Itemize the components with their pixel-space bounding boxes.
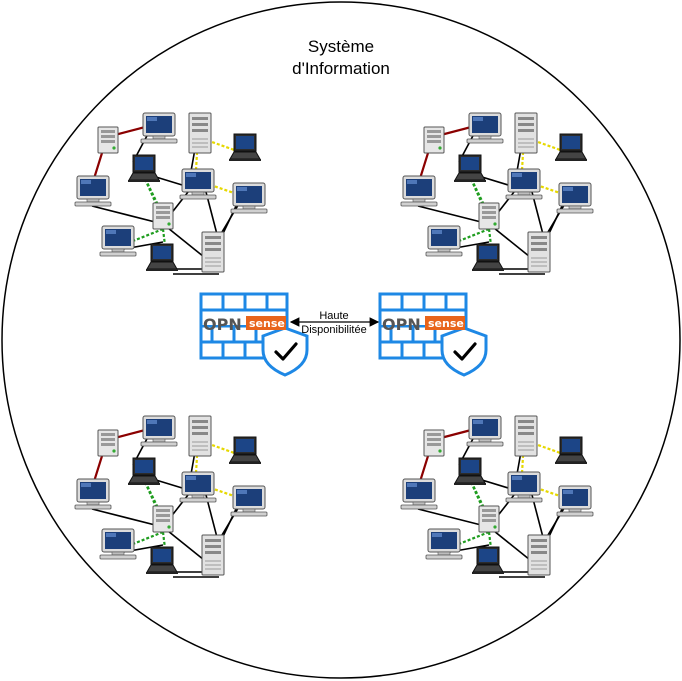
ha-label-line1: Haute bbox=[319, 310, 349, 322]
diagram-title-line1: Système bbox=[307, 37, 375, 56]
svg-text:OPN: OPN bbox=[382, 315, 421, 334]
svg-text:sense: sense bbox=[249, 317, 285, 330]
firewall-brand-right: OPN sense bbox=[382, 315, 465, 334]
svg-text:OPN: OPN bbox=[203, 315, 242, 334]
diagram-title-line2: d'Information bbox=[292, 59, 390, 78]
svg-text:sense: sense bbox=[428, 317, 464, 330]
ha-label-line2: Disponibilitée bbox=[301, 324, 367, 336]
firewall-brand-left: OPN sense bbox=[203, 315, 286, 334]
